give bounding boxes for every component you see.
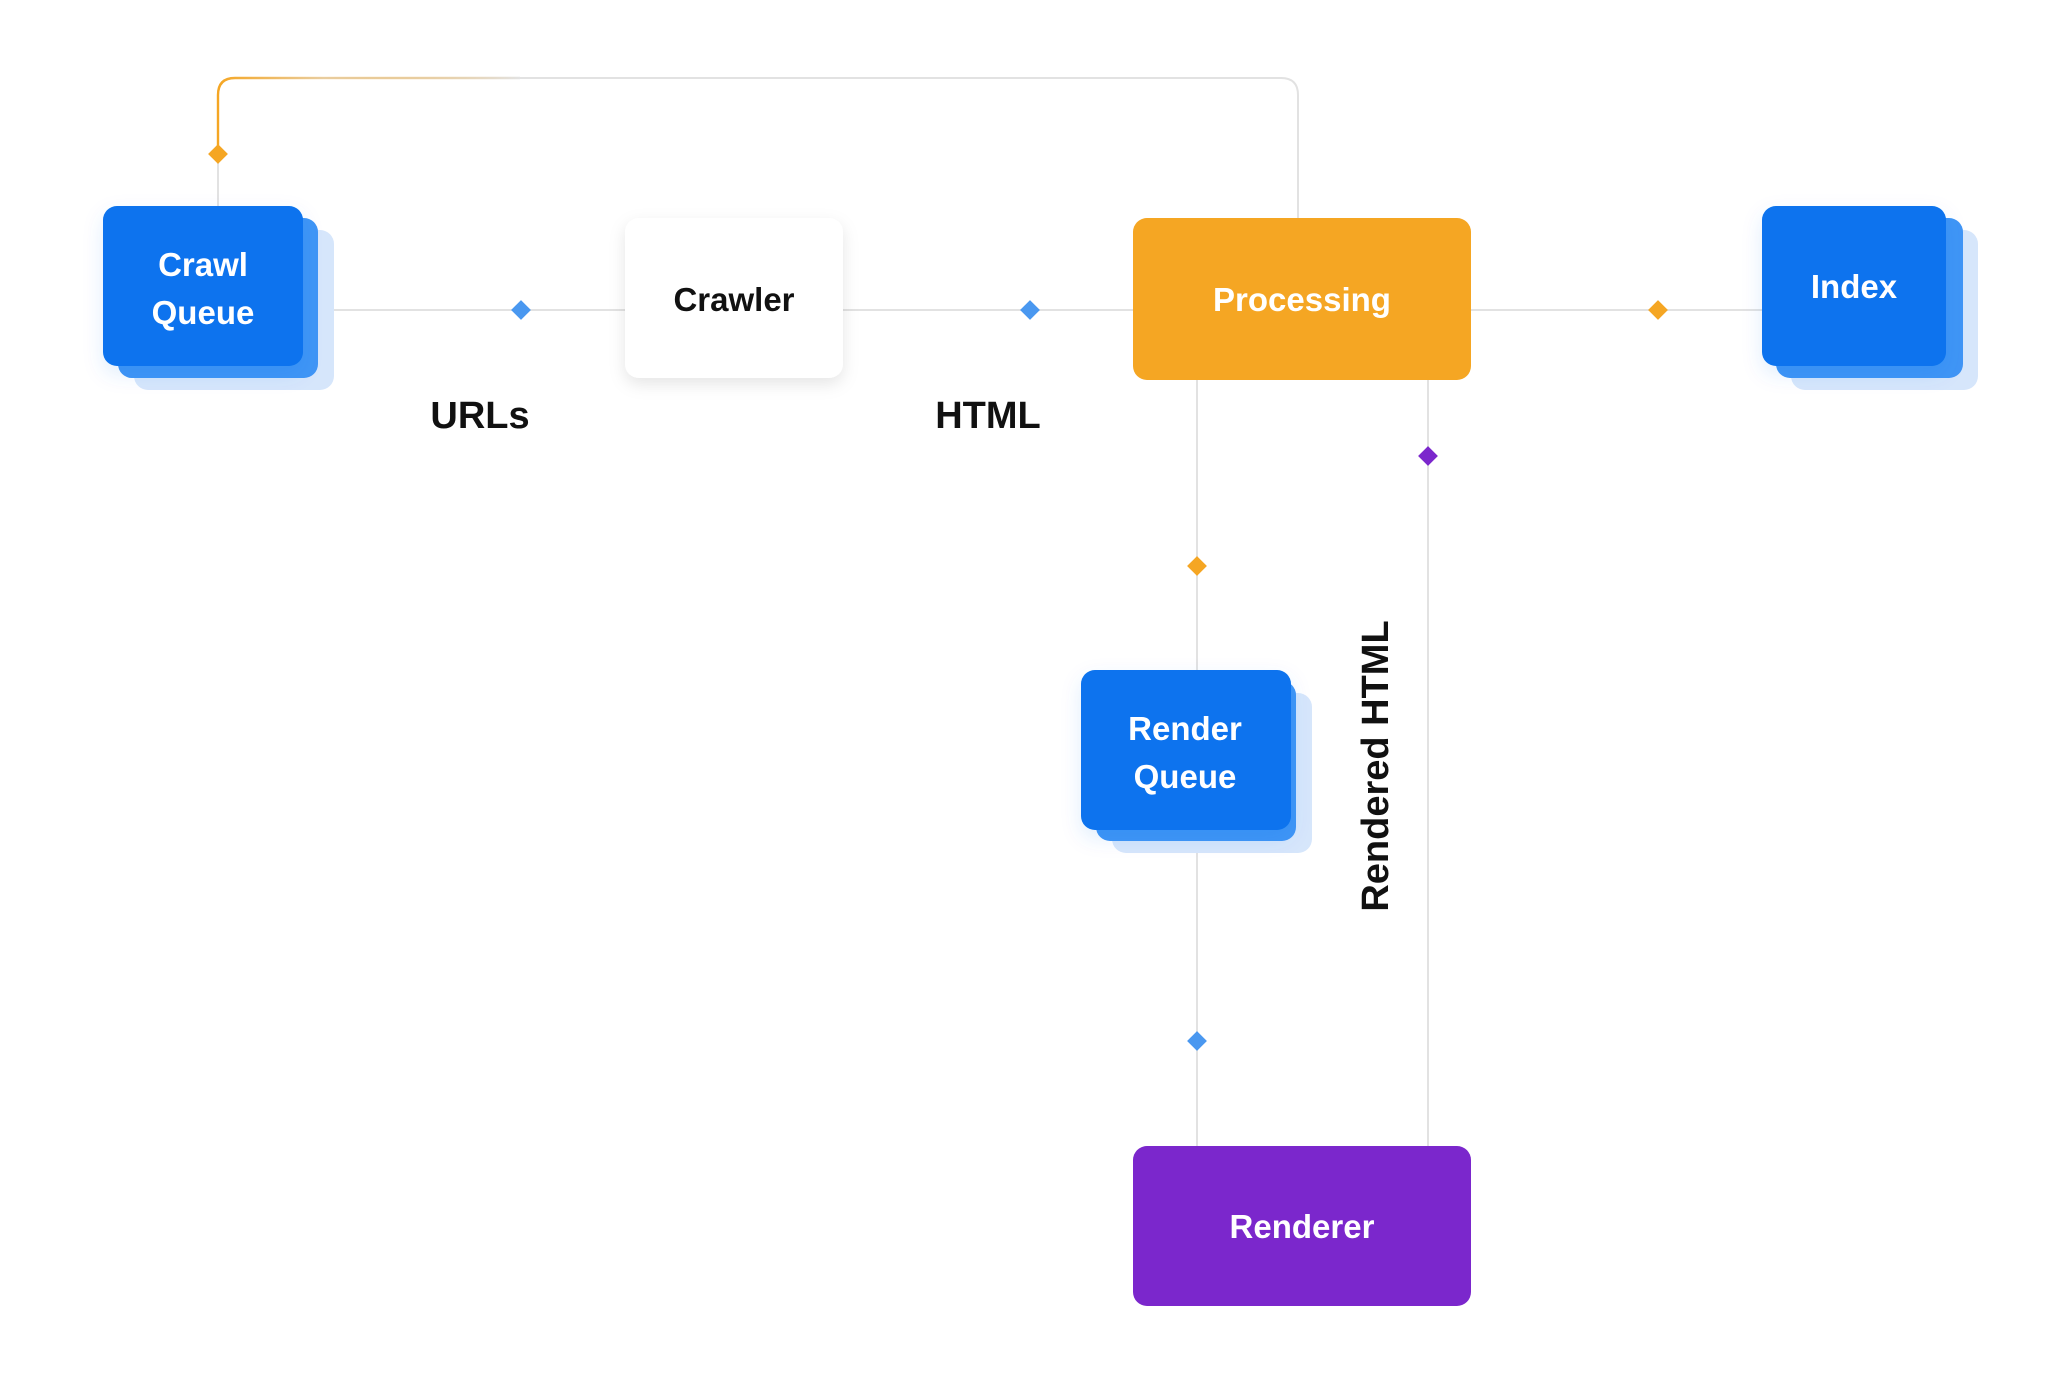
connector-diamond-rendered-html xyxy=(1418,446,1438,466)
node-render-queue[interactable]: Render Queue xyxy=(1081,670,1312,853)
node-label-line2: Queue xyxy=(1134,758,1237,795)
node-card xyxy=(1133,218,1471,380)
edge-label-urls: URLs xyxy=(430,395,529,437)
node-renderer[interactable]: Renderer xyxy=(1133,1146,1471,1306)
node-label: Crawler xyxy=(673,281,794,318)
node-card xyxy=(625,218,843,378)
edge-label-rendered-html: Rendered HTML xyxy=(1355,620,1397,911)
edge-label-html: HTML xyxy=(935,395,1041,437)
node-crawl-queue[interactable]: Crawl Queue xyxy=(103,206,334,390)
connector-diamond-render-queue xyxy=(1187,556,1207,576)
node-label: Index xyxy=(1811,268,1898,305)
node-label-line1: Crawl xyxy=(158,246,248,283)
node-label: Processing xyxy=(1213,281,1391,318)
node-label-line2: Queue xyxy=(152,294,255,331)
connector-loop-highlight xyxy=(216,76,520,150)
node-label: Renderer xyxy=(1230,1208,1375,1245)
connector-processing-to-crawl-queue xyxy=(217,77,1299,218)
connector-diamond-index xyxy=(1648,300,1668,320)
node-card xyxy=(1081,670,1291,830)
connectors xyxy=(208,76,1762,1146)
node-card xyxy=(1762,206,1946,366)
node-processing[interactable]: Processing xyxy=(1133,218,1471,380)
node-card xyxy=(103,206,303,366)
connector-diamond-renderer xyxy=(1187,1031,1207,1051)
connector-diamond-html xyxy=(1020,300,1040,320)
node-card xyxy=(1133,1146,1471,1306)
node-label-line1: Render xyxy=(1128,710,1242,747)
node-index[interactable]: Index xyxy=(1762,206,1978,390)
connector-diamond-urls xyxy=(511,300,531,320)
connector-diamond-crawl-queue xyxy=(208,144,228,164)
node-crawler[interactable]: Crawler xyxy=(625,218,843,378)
